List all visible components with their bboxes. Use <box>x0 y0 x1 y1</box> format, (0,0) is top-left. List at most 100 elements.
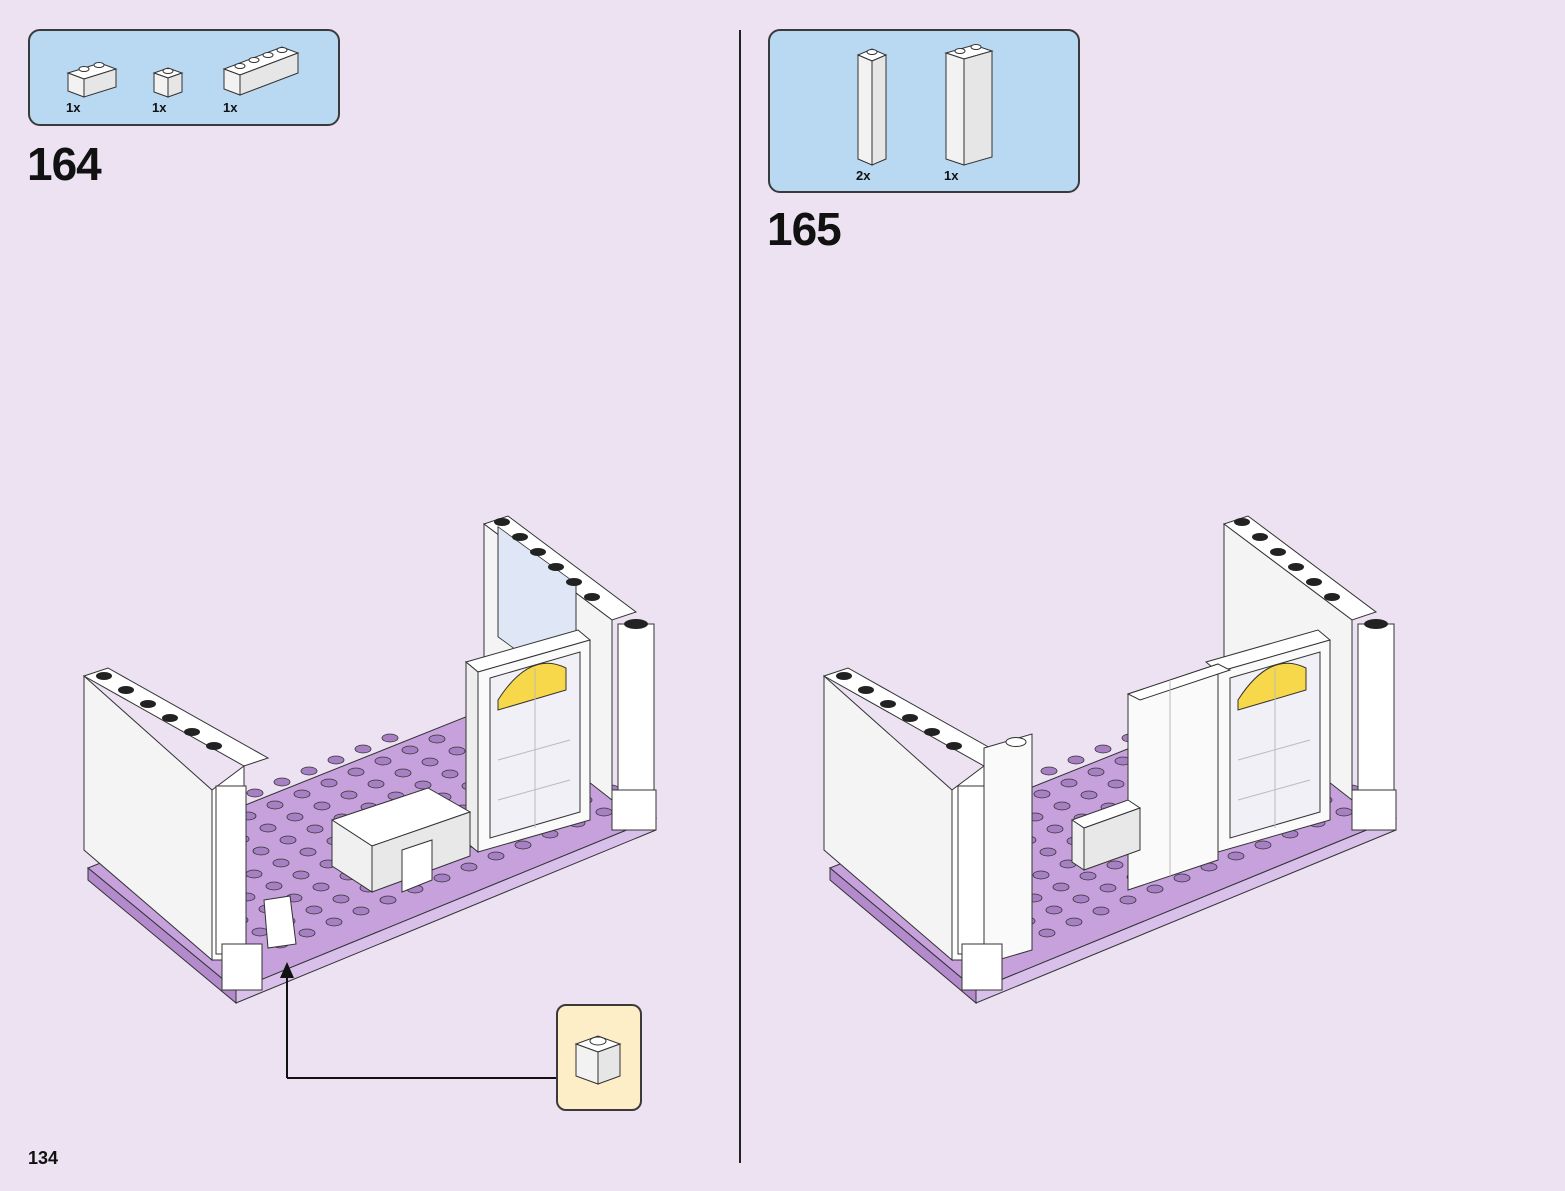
page-divider <box>739 30 741 1163</box>
baseplate-stud <box>1052 882 1070 892</box>
baseplate-stud <box>354 744 372 754</box>
step-164-part-3-qty: 1x <box>223 100 238 115</box>
baseplate-stud <box>347 767 365 777</box>
step-165-part-2-qty: 1x <box>944 168 959 183</box>
baseplate-stud <box>1254 840 1272 850</box>
baseplate-stud <box>514 840 532 850</box>
baseplate-stud <box>1087 767 1105 777</box>
baseplate-stud <box>279 835 297 845</box>
baseplate-stud <box>266 800 284 810</box>
page-number: 134 <box>28 1148 59 1168</box>
baseplate-stud <box>332 894 350 904</box>
wall-stud <box>162 714 178 722</box>
callout-box-step-164 <box>556 1004 642 1111</box>
baseplate-stud <box>259 823 277 833</box>
wall-stud <box>924 728 940 736</box>
baseplate-stud <box>1033 789 1051 799</box>
parts-box-step-165: 2x 1x <box>768 29 1080 193</box>
wall-stud <box>530 548 546 556</box>
step-164-part-2-qty: 1x <box>152 100 167 115</box>
brick-1x1-callout-icon <box>574 1035 622 1085</box>
baseplate-stud <box>1107 779 1125 789</box>
baseplate-stud <box>1099 883 1117 893</box>
baseplate-stud <box>298 928 316 938</box>
baseplate-stud <box>312 882 330 892</box>
wall-stud <box>1252 533 1268 541</box>
baseplate-stud <box>1053 801 1071 811</box>
wall-stud <box>1234 518 1250 526</box>
wall-stud <box>584 593 600 601</box>
step-164-part-1-qty: 1x <box>66 100 81 115</box>
wall-stud <box>946 742 962 750</box>
baseplate-stud <box>1227 851 1245 861</box>
wall-stud <box>1306 578 1322 586</box>
baseplate-stud <box>448 746 466 756</box>
parts-box-step-164: 1x 1x 1x <box>28 29 340 126</box>
baseplate-stud <box>1040 766 1058 776</box>
baseplate-stud <box>367 779 385 789</box>
baseplate-stud <box>1092 906 1110 916</box>
wall-stud <box>494 518 510 526</box>
baseplate-stud <box>1032 870 1050 880</box>
baseplate-stud <box>401 745 419 755</box>
baseplate-stud <box>320 778 338 788</box>
baseplate-stud <box>340 790 358 800</box>
baseplate-stud <box>414 780 432 790</box>
baseplate-stud <box>421 757 439 767</box>
wall-stud <box>902 714 918 722</box>
baseplate-stud <box>1094 744 1112 754</box>
wall-stud <box>836 672 852 680</box>
baseplate-stud <box>428 734 446 744</box>
baseplate-stud <box>1080 790 1098 800</box>
wall-stud <box>140 700 156 708</box>
step-number-164: 164 <box>27 138 102 190</box>
wall-stud <box>118 686 134 694</box>
baseplate-stud <box>1046 824 1064 834</box>
wall-stud <box>566 578 582 586</box>
step-165-part-1-qty: 2x <box>856 168 871 183</box>
baseplate-stud <box>246 788 264 798</box>
baseplate-stud <box>1060 778 1078 788</box>
baseplate-stud <box>305 905 323 915</box>
column-1x1x5-icon <box>856 48 888 166</box>
baseplate-stud <box>306 824 324 834</box>
baseplate-stud <box>1119 895 1137 905</box>
baseplate-stud <box>272 858 290 868</box>
baseplate-stud <box>1106 860 1124 870</box>
baseplate-stud <box>374 756 392 766</box>
baseplate-stud <box>313 801 331 811</box>
wall-stud <box>206 742 222 750</box>
baseplate-stud <box>379 895 397 905</box>
wall-stud <box>96 672 112 680</box>
wall-stud <box>1270 548 1286 556</box>
baseplate-stud <box>352 906 370 916</box>
wall-stud <box>548 563 564 571</box>
baseplate-stud <box>460 862 478 872</box>
baseplate-stud <box>1146 884 1164 894</box>
baseplate-stud <box>1045 905 1063 915</box>
baseplate-stud <box>1067 755 1085 765</box>
baseplate-stud <box>292 870 310 880</box>
wall-stud <box>184 728 200 736</box>
brick-1x4-icon <box>222 46 300 96</box>
wall-stud <box>1288 563 1304 571</box>
brick-1x2-icon <box>66 62 118 98</box>
baseplate-stud <box>394 768 412 778</box>
wall-stud <box>880 700 896 708</box>
baseplate-stud <box>299 847 317 857</box>
panel-1x2x5-icon <box>944 44 994 166</box>
baseplate-stud <box>1039 847 1057 857</box>
baseplate-stud <box>1173 873 1191 883</box>
baseplate-stud <box>273 777 291 787</box>
baseplate-stud <box>1079 871 1097 881</box>
baseplate-stud <box>1072 894 1090 904</box>
baseplate-stud <box>1065 917 1083 927</box>
baseplate-stud <box>325 917 343 927</box>
baseplate-stud <box>252 846 270 856</box>
baseplate-stud <box>300 766 318 776</box>
baseplate-stud <box>381 733 399 743</box>
wall-stud <box>512 533 528 541</box>
baseplate-stud <box>293 789 311 799</box>
baseplate-stud <box>487 851 505 861</box>
